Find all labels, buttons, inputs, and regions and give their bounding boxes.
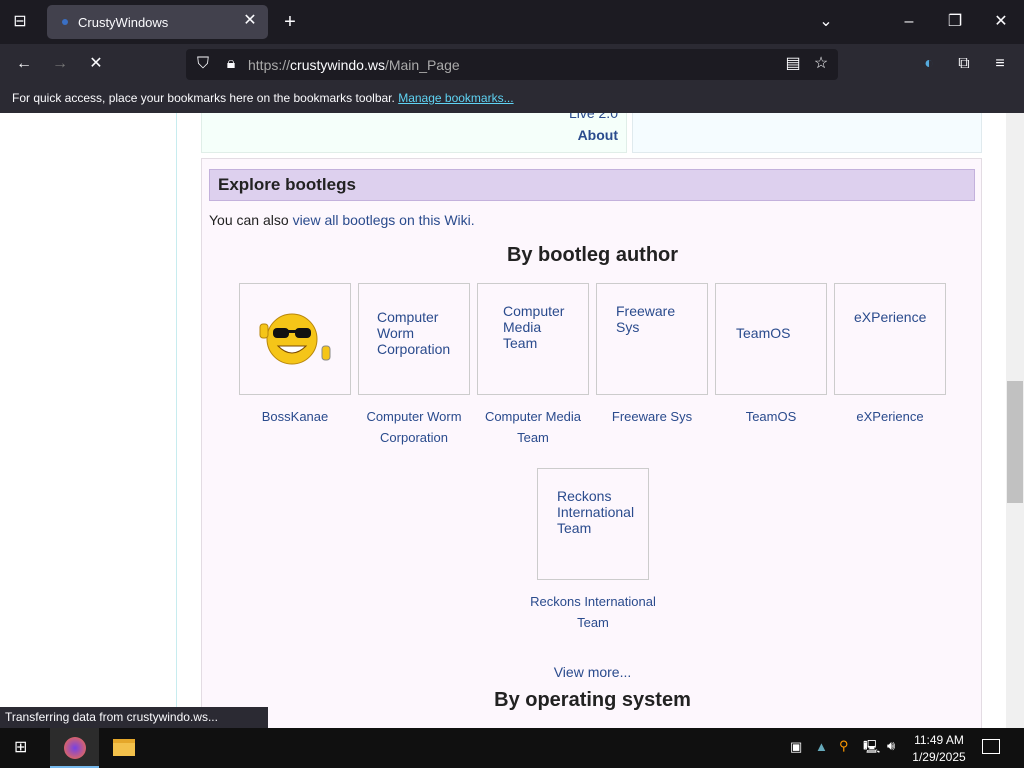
by-os-heading: By operating system: [494, 689, 691, 711]
url-path: /Main_Page: [384, 57, 460, 73]
reader-view-icon[interactable]: ▤: [785, 55, 801, 72]
url-host: crustywindo.ws: [290, 57, 385, 73]
tray-search-icon[interactable]: ⚲: [839, 738, 849, 753]
author-card-computer-media[interactable]: Computer Media Team: [477, 283, 589, 395]
url-bar[interactable]: ⛉ 🔒︎ https://crustywindo.ws/Main_Page ▤ …: [186, 49, 838, 80]
explore-bootlegs-section: Explore bootlegs You can also view all b…: [201, 158, 982, 728]
cool-smiley-icon: [259, 313, 331, 365]
by-author-heading: By bootleg author: [506, 244, 679, 266]
author-caption[interactable]: eXPerience: [856, 409, 924, 424]
intro-text: You can also view all bootlegs on this W…: [209, 212, 475, 228]
close-tab-icon[interactable]: ✕: [243, 12, 257, 29]
author-card-computer-worm[interactable]: Computer Worm Corporation: [358, 283, 470, 395]
bookmark-star-icon[interactable]: ☆: [813, 55, 829, 72]
card-text: TeamOS: [736, 325, 791, 341]
tab-title: CrustyWindows: [78, 15, 169, 30]
file-explorer-icon[interactable]: [113, 739, 135, 756]
card-text: Computer Worm Corporation: [377, 309, 451, 357]
lock-icon[interactable]: 🔒︎: [226, 55, 236, 72]
bookmarks-toolbar: For quick access, place your bookmarks h…: [0, 86, 1024, 113]
tab-crustywindows[interactable]: CrustyWindows ✕: [47, 5, 268, 39]
section-heading: Explore bootlegs: [209, 169, 975, 201]
windows-start-icon[interactable]: ⊞: [14, 739, 28, 756]
close-window-icon[interactable]: ✕: [994, 13, 1008, 30]
forward-icon[interactable]: →: [52, 55, 68, 72]
bookmarks-message: For quick access, place your bookmarks h…: [12, 91, 395, 105]
url-prefix: https://: [248, 57, 291, 73]
firefox-view-icon[interactable]: ⊟: [13, 13, 27, 30]
extensions-icon[interactable]: ⧉: [958, 55, 970, 72]
intro-prefix: You can also: [209, 212, 293, 228]
author-caption[interactable]: Computer Worm Corporation: [366, 409, 462, 445]
status-bar: Transferring data from crustywindo.ws...: [0, 707, 268, 728]
intro-end: .: [470, 212, 475, 228]
manage-bookmarks-link[interactable]: Manage bookmarks...: [398, 91, 514, 105]
shield-icon[interactable]: ⛉: [196, 55, 209, 72]
card-text: Reckons International Team: [557, 488, 635, 536]
author-card-freeware-sys[interactable]: Freeware Sys: [596, 283, 708, 395]
tray-security-icon[interactable]: ▣: [790, 739, 803, 754]
about-link[interactable]: About: [577, 127, 618, 143]
taskbar: ⊞ ▣ ▲ ⚲ 🖳︎ 🔊︎ 11:49 AM 1/29/2025: [0, 728, 1024, 768]
list-tabs-icon[interactable]: ⌄: [819, 13, 833, 30]
page-content: Live 2.0 About Explore bootlegs You can …: [0, 113, 1006, 728]
tab-bar: ⊟ CrustyWindows ✕ + ⌄ – ❐ ✕: [0, 0, 1024, 44]
author-card-reckons[interactable]: Reckons International Team: [537, 468, 649, 580]
new-tab-icon[interactable]: +: [284, 11, 296, 33]
author-caption[interactable]: BossKanae: [261, 409, 329, 424]
view-more-link[interactable]: View more...: [553, 664, 632, 680]
restore-icon[interactable]: ❐: [947, 13, 963, 30]
card-text: eXPerience: [854, 309, 927, 325]
author-caption[interactable]: Freeware Sys: [611, 409, 693, 424]
tab-favicon-icon: [62, 19, 68, 25]
network-icon[interactable]: 🖳︎: [863, 739, 881, 754]
account-icon[interactable]: ◐: [924, 55, 934, 72]
clock[interactable]: 11:49 AM 1/29/2025: [905, 732, 973, 766]
notifications-icon[interactable]: [982, 739, 1000, 754]
tray-people-icon[interactable]: ▲: [815, 739, 828, 754]
stop-icon[interactable]: ✕: [89, 55, 103, 72]
live-link[interactable]: Live 2.0: [568, 113, 618, 121]
author-caption[interactable]: Reckons International Team: [530, 594, 656, 630]
scrollbar-thumb[interactable]: [1007, 381, 1023, 503]
firefox-icon: [64, 737, 86, 759]
back-icon[interactable]: ←: [16, 55, 32, 72]
top-right-box: [632, 113, 982, 153]
author-card-teamos[interactable]: TeamOS: [715, 283, 827, 395]
volume-icon[interactable]: 🔊︎: [887, 738, 896, 753]
author-card-bosskanae[interactable]: [239, 283, 351, 395]
clock-time: 11:49 AM: [914, 733, 964, 747]
author-card-experience[interactable]: eXPerience: [834, 283, 946, 395]
clock-date: 1/29/2025: [912, 750, 966, 764]
author-caption[interactable]: Computer Media Team: [484, 409, 582, 445]
top-left-box: Live 2.0 About: [201, 113, 627, 153]
menu-icon[interactable]: ≡: [995, 55, 1005, 72]
card-text: Computer Media Team: [503, 303, 565, 351]
view-all-bootlegs-link[interactable]: view all bootlegs on this Wiki: [292, 212, 471, 228]
card-text: Freeware Sys: [616, 303, 676, 335]
taskbar-firefox[interactable]: [50, 728, 99, 768]
author-caption[interactable]: TeamOS: [745, 409, 797, 424]
minimize-icon[interactable]: –: [904, 13, 914, 30]
sidebar-divider: [176, 113, 177, 728]
